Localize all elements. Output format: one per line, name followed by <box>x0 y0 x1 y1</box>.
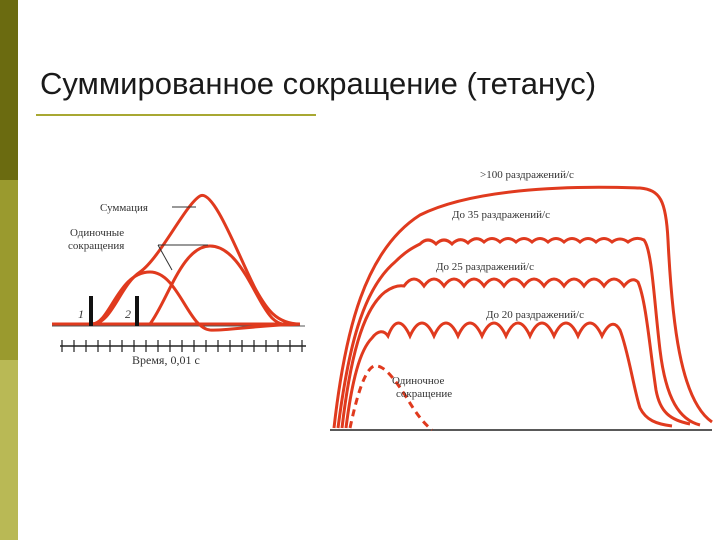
single-leader-b <box>157 244 173 271</box>
single-contraction-label-line1: Одиночное <box>392 375 444 387</box>
sidebar-stripe-mid <box>0 180 18 360</box>
single-twitches-label-line1: Одиночные <box>70 227 124 239</box>
stimulus-marker-2 <box>135 296 139 326</box>
time-axis-ticks <box>61 340 303 352</box>
slide-title: Суммированное сокращение (тетанус) <box>40 66 597 101</box>
summation-curve <box>91 194 301 326</box>
right-diagram: >100 раздражений/с До 35 раздражений/с Д… <box>330 169 713 432</box>
label-100-per-s: >100 раздражений/с <box>480 169 574 181</box>
single-contraction-dashed <box>348 364 433 432</box>
curve-20-per-s <box>344 321 673 429</box>
curve-25-per-s <box>340 277 691 429</box>
curve-35-per-s <box>336 236 701 429</box>
single-twitch-1 <box>91 270 301 332</box>
label-25-per-s: До 25 раздражений/с <box>436 261 534 273</box>
time-axis-label: Время, 0,01 с <box>132 353 200 367</box>
marker-2-label: 2 <box>125 307 131 321</box>
single-twitches-label-line2: сокращения <box>68 240 124 252</box>
single-twitch-2 <box>148 244 301 327</box>
label-20-per-s: До 20 раздражений/с <box>486 309 584 321</box>
left-diagram: 1 2 Суммация Одиночные сокращения Время,… <box>52 194 306 367</box>
title-underline <box>36 114 316 116</box>
marker-1-label: 1 <box>78 307 84 321</box>
summation-label: Суммация <box>100 202 148 214</box>
single-contraction-label-line2: сокращение <box>396 388 452 400</box>
sidebar-stripe-light <box>0 360 18 540</box>
sidebar-stripe-dark <box>0 0 18 180</box>
label-35-per-s: До 35 раздражений/с <box>452 209 550 221</box>
stimulus-marker-1 <box>89 296 93 326</box>
curve-100-per-s <box>332 185 713 429</box>
